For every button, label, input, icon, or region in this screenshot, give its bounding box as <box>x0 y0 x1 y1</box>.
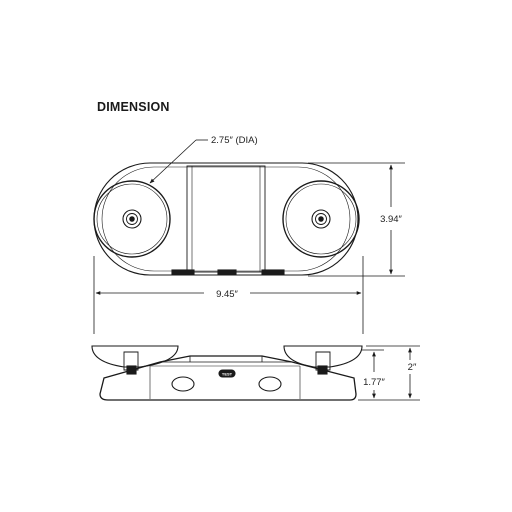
lamp-head-left <box>93 180 171 258</box>
side-window-right <box>258 376 282 392</box>
top-view <box>93 162 360 276</box>
width-label: 9.45″ <box>216 289 238 300</box>
center-panel <box>186 165 266 273</box>
diameter-leader <box>149 139 208 184</box>
overall-height-label: 2″ <box>408 362 417 373</box>
lamp-head-right <box>282 180 360 258</box>
top-height-label: 3.94″ <box>380 214 402 225</box>
side-lamp-left-cap <box>91 345 179 368</box>
side-base <box>99 355 357 401</box>
side-view <box>91 345 363 401</box>
top-height-dimension <box>308 162 405 277</box>
base-height-label: 1.77″ <box>363 377 385 388</box>
test-button <box>218 369 236 378</box>
section-title: DIMENSION <box>97 100 170 114</box>
side-window-left <box>171 376 195 392</box>
slot-left <box>171 269 195 275</box>
housing-outline <box>93 162 359 276</box>
diameter-label: 2.75″ (DIA) <box>211 135 258 146</box>
overall-height-dimension <box>366 345 420 399</box>
test-button-label: TEST <box>222 371 233 376</box>
width-dimension <box>93 256 364 334</box>
base-height-dimension <box>358 349 420 401</box>
slot-right <box>261 269 285 275</box>
slot-center <box>217 269 237 275</box>
side-lamp-right-cap <box>283 345 363 368</box>
